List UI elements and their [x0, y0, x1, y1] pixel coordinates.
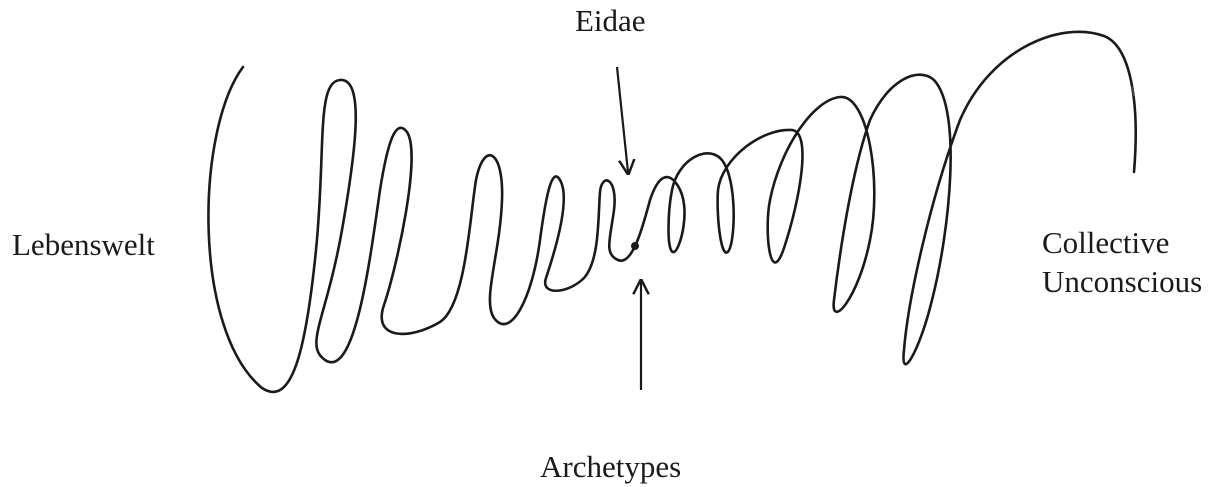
collective-label-line1: Collective	[1042, 225, 1170, 260]
collective-label-line2: Unconscious	[1042, 263, 1203, 299]
lebenswelt-label: Lebenswelt	[12, 227, 155, 262]
eidae-arrow	[615, 66, 628, 172]
archetype-point	[631, 242, 639, 250]
eidae-label: Eidae	[575, 3, 646, 38]
edge-mark	[1131, 85, 1135, 97]
archetypes-label: Archetypes	[540, 449, 682, 484]
spiral-coil	[207, 30, 1137, 394]
collective-unconscious-label: Collective Unconscious	[1042, 224, 1202, 302]
